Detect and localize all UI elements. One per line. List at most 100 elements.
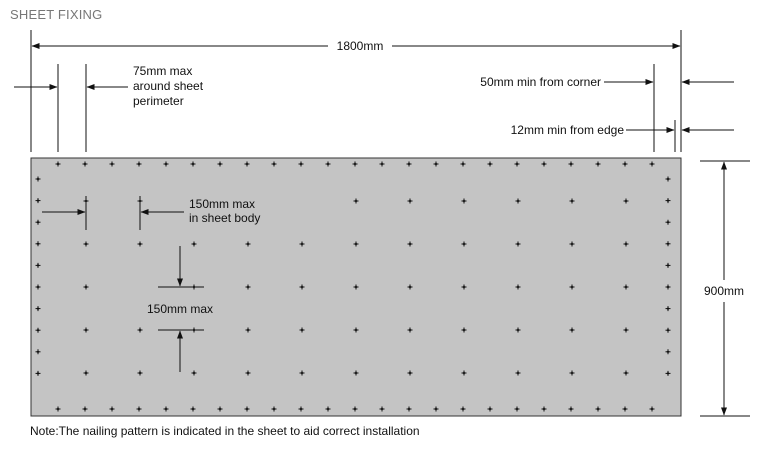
edge-label: 12mm min from edge [511,123,625,137]
fixing-point-icon [109,161,115,167]
fixing-point-icon [407,370,413,376]
fixing-point-icon [665,306,671,312]
fixing-point-icon [163,406,169,412]
fixing-point-icon [665,327,671,333]
installation-note: Note:The nailing pattern is indicated in… [30,424,420,438]
fixing-point-icon [217,161,223,167]
fixing-point-icon [515,370,521,376]
fixing-point-icon [569,198,575,204]
fixing-point-icon [568,161,574,167]
fixing-point-icon [191,241,197,247]
fixing-point-icon [245,284,251,290]
fixing-point-icon [352,161,358,167]
fixing-point-icon [649,406,655,412]
fixing-point-icon [623,327,629,333]
fixing-point-icon [569,241,575,247]
fixing-point-icon [569,370,575,376]
fixing-point-icon [568,406,574,412]
fixing-point-icon [353,198,359,204]
fixing-point-icon [298,161,304,167]
fixing-point-icon [406,161,412,167]
fixing-point-icon [407,284,413,290]
fixing-point-icon [514,406,520,412]
fixing-point-icon [623,370,629,376]
fixing-point-icon [35,370,41,376]
fixing-point-icon [82,406,88,412]
fixing-point-icon [623,241,629,247]
fixing-point-icon [665,284,671,290]
fixing-point-icon [299,284,305,290]
fixing-point-icon [515,241,521,247]
fixing-point-icon [407,241,413,247]
dimension-arrows [14,43,734,416]
fixing-point-icon [541,161,547,167]
fixing-point-icon [514,161,520,167]
fixing-point-icon [55,161,61,167]
fixing-point-icon [353,370,359,376]
fixing-point-icon [595,406,601,412]
fixing-point-icon [271,406,277,412]
fixing-point-icon [299,327,305,333]
fixing-point-icon [136,161,142,167]
fixing-point-icon [595,161,601,167]
fixing-point-icon [217,406,223,412]
fixing-point-icon [35,327,41,333]
fixing-point-icon [487,161,493,167]
fixing-point-icon [461,327,467,333]
fixing-point-icon [487,406,493,412]
fixing-point-icon [406,406,412,412]
fixing-point-icon [83,327,89,333]
fixing-point-icon [325,406,331,412]
fixing-point-icon [461,198,467,204]
fixing-point-icon [109,406,115,412]
fixing-point-icon [541,406,547,412]
fixing-point-icon [35,284,41,290]
fixing-point-icon [245,370,251,376]
fixing-point-icon [622,406,628,412]
fixing-point-icon [407,327,413,333]
diagram-title: SHEET FIXING [10,7,103,22]
fixing-point-icon [244,161,250,167]
fixing-point-icon [461,284,467,290]
fixing-point-icon [137,327,143,333]
fixing-point-icon [461,370,467,376]
fixing-point-icon [190,406,196,412]
fixing-point-icon [665,262,671,268]
fixing-point-icon [83,370,89,376]
fixing-point-icon [35,198,41,204]
fixing-point-icon [137,241,143,247]
fixing-point-icon [379,406,385,412]
fixing-point-icon [665,349,671,355]
fixing-point-icon [55,406,61,412]
width-label: 1800mm [337,39,384,53]
fixing-point-icon [665,241,671,247]
fixing-point-icon [569,284,575,290]
fixing-point-icon [433,161,439,167]
fixing-point-icon [569,327,575,333]
fixing-point-icon [665,176,671,182]
fixing-point-icon [623,284,629,290]
fixing-point-icon [35,241,41,247]
dimension-labels: 1800mm 900mm 75mm max around sheet perim… [133,39,744,316]
perimeter-label-line3: perimeter [133,94,184,108]
fixing-point-icon [83,241,89,247]
fixing-point-icon [244,406,250,412]
fixing-point-icon [191,370,197,376]
fixing-point-icon [245,241,251,247]
fixing-point-icon [515,327,521,333]
fixing-point-icon [35,306,41,312]
fixing-point-icon [35,349,41,355]
fixing-point-icon [136,406,142,412]
fixing-point-icon [353,327,359,333]
fixing-point-icon [649,161,655,167]
body-label-line2: in sheet body [189,211,260,225]
fixing-point-icon [433,406,439,412]
perimeter-label-line1: 75mm max [133,64,192,78]
fixing-point-icon [137,370,143,376]
fixing-point-icon [190,161,196,167]
fixing-point-icon [82,161,88,167]
fixing-point-icon [461,241,467,247]
fixing-point-icon [35,262,41,268]
body-label-line1: 150mm max [189,197,255,211]
perimeter-label-line2: around sheet [133,79,204,93]
